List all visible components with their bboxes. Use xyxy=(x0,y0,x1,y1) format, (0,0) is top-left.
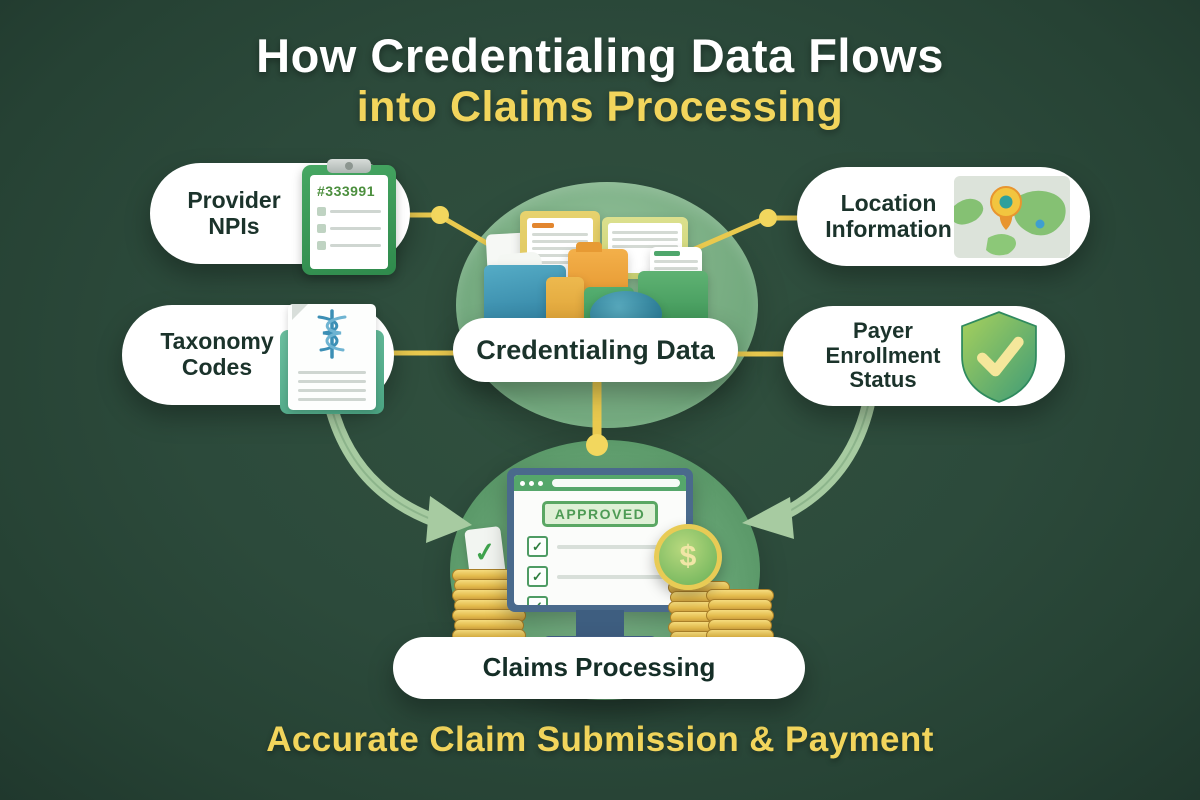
flow-arrow-left-core xyxy=(330,405,437,522)
world-map-pin-icon xyxy=(954,175,1070,258)
flow-arrow-right xyxy=(777,399,875,521)
provider-npis-node: Provider NPIs #333991 xyxy=(150,158,410,275)
flow-arrow-left xyxy=(324,399,443,528)
title-line-2: into Claims Processing xyxy=(356,83,844,131)
flow-arrow-right-head xyxy=(742,497,794,539)
clipboard-clip xyxy=(327,158,371,173)
shield-check-icon xyxy=(955,308,1043,406)
medical-document-icon xyxy=(280,304,384,414)
credentialing-data-label: Credentialing Data xyxy=(476,334,715,365)
title-line-1: How Credentialing Data Flows xyxy=(256,29,944,82)
connector-dot-location xyxy=(759,209,777,227)
footer-tagline: Accurate Claim Submission & Payment xyxy=(266,720,934,759)
taxonomy-codes-label: Taxonomy Codes xyxy=(160,328,274,380)
provider-npis-label: Provider NPIs xyxy=(187,186,281,239)
document-folders-illustration xyxy=(470,195,740,337)
flow-arrow-left-head xyxy=(426,496,472,543)
small-folder-icon xyxy=(546,277,584,325)
location-information-label: Location Information xyxy=(825,189,952,242)
flow-arrow-right-core xyxy=(783,405,869,515)
payer-enrollment-status-label: Payer Enrollment Status xyxy=(825,318,941,393)
npi-number: #333991 xyxy=(317,182,376,199)
connector-dot-npis xyxy=(431,206,449,224)
clipboard-npi-icon: #333991 xyxy=(302,158,396,275)
claims-processing-node: Claims Processing xyxy=(393,637,805,699)
connector-dot-claims xyxy=(586,434,608,456)
document-paper xyxy=(288,304,376,410)
taxonomy-codes-node: Taxonomy Codes xyxy=(122,304,394,414)
claims-processing-label: Claims Processing xyxy=(482,652,716,683)
credentialing-data-node: Credentialing Data xyxy=(453,318,738,382)
clipboard-paper: #333991 xyxy=(310,174,388,269)
location-information-node: Location Information xyxy=(797,167,1090,266)
caduceus-icon xyxy=(317,309,347,359)
payer-enrollment-status-node: Payer Enrollment Status xyxy=(783,306,1065,406)
folded-corner xyxy=(292,304,308,320)
